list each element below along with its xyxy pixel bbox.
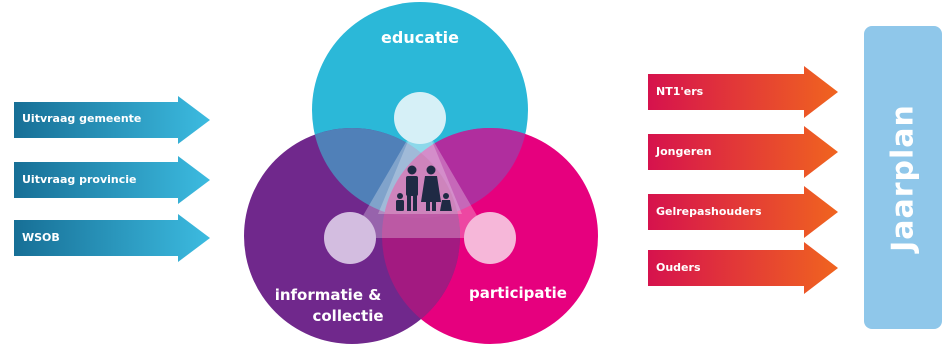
input-label-uitvraag-gemeente: Uitvraag gemeente — [22, 112, 142, 125]
output-arrow-3 — [648, 186, 838, 238]
output-label-jongeren: Jongeren — [656, 145, 712, 158]
circle-label-participatie: participatie — [469, 284, 567, 302]
output-arrow-1 — [648, 66, 838, 118]
output-label-nt1ers: NT1'ers — [656, 85, 704, 98]
input-arrow-3 — [14, 214, 210, 262]
central-hub — [324, 92, 516, 264]
jaarplan-label: Jaarplan — [885, 103, 921, 252]
output-label-gelrepashouders: Gelrepashouders — [656, 205, 762, 218]
family-icon — [396, 165, 452, 211]
output-label-ouders: Ouders — [656, 261, 701, 274]
jaarplan-panel: Jaarplan — [864, 26, 942, 329]
circle-label-informatie-line1: informatie & — [274, 286, 382, 304]
input-label-wsob: WSOB — [22, 231, 60, 244]
input-arrow-1 — [14, 96, 210, 144]
output-arrow-2 — [648, 126, 838, 178]
circle-label-informatie-line2: collectie — [312, 307, 384, 325]
input-label-uitvraag-provincie: Uitvraag provincie — [22, 173, 137, 186]
output-arrow-4 — [648, 242, 838, 294]
circle-label-educatie: educatie — [381, 28, 459, 47]
input-arrow-2 — [14, 156, 210, 204]
